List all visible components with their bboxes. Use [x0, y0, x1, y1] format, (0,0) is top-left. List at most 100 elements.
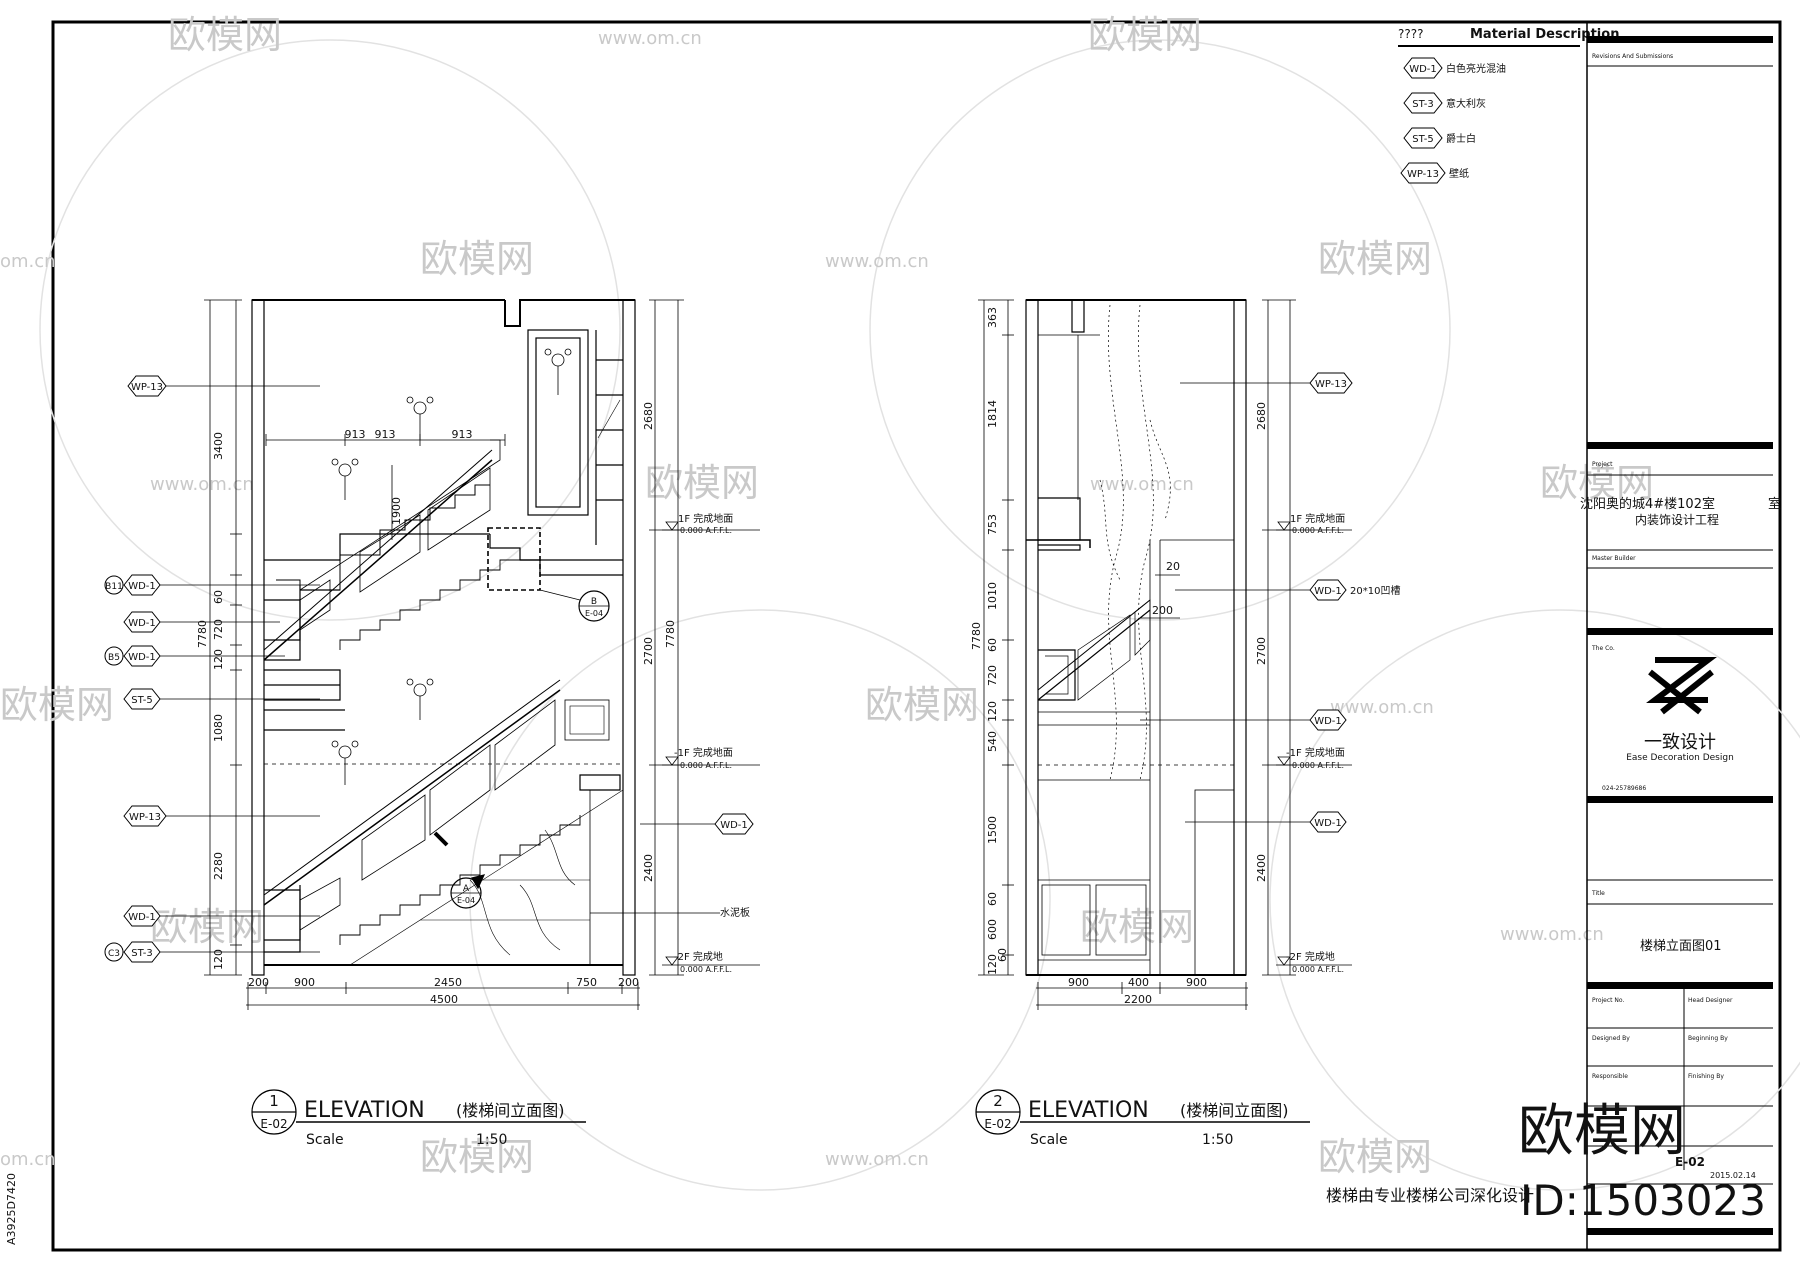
- drawing-label: WD-1: [1314, 586, 1342, 597]
- project-label: Project: [1592, 461, 1613, 468]
- watermark-brand: 欧模网: [1088, 13, 1202, 57]
- dim-total: 2200: [1124, 993, 1152, 1006]
- finishing-by-label: Finishing By: [1688, 1073, 1724, 1080]
- dim-left: 60: [986, 892, 999, 906]
- responsible-label: Responsible: [1592, 1073, 1628, 1080]
- watermark-brand: 欧模网: [420, 1135, 534, 1179]
- watermark-brand: 欧模网: [865, 683, 979, 727]
- detail-b: B: [591, 597, 597, 607]
- drawing-label: ST-5: [131, 695, 153, 706]
- elev2-title: ELEVATION: [1028, 1098, 1149, 1123]
- dim-right: 2700: [1255, 637, 1268, 665]
- dim-left: 540: [986, 731, 999, 752]
- dim-left: 1500: [986, 816, 999, 844]
- sheet-title: 楼梯立面图01: [1640, 939, 1722, 954]
- stair-note: 楼梯由专业楼梯公司深化设计: [1326, 1186, 1534, 1205]
- dim-left: 1080: [212, 714, 225, 742]
- dim-left: 1814: [986, 400, 999, 428]
- beginning-by-label: Beginning By: [1688, 1035, 1728, 1042]
- elevation-2-labels: 2 E-02 ELEVATION (楼梯间立面图) Scale 1:50 900…: [970, 307, 1400, 1148]
- material-tag: B11 WD-1: [104, 574, 161, 596]
- material-tag: WP-13: [127, 375, 167, 397]
- dim-right-total: 7780: [664, 620, 677, 648]
- drawing-label: WD-1: [128, 652, 156, 663]
- legend-desc: 白色亮光混油: [1446, 62, 1506, 75]
- watermark-brand: 欧模网: [150, 905, 264, 949]
- dim-left: 720: [986, 665, 999, 686]
- dim-top: 913: [345, 428, 366, 441]
- level-label: -1F 完成地面: [1286, 746, 1345, 759]
- watermark-brand: 欧模网: [0, 683, 114, 727]
- legend-item: WP-13 壁纸: [1400, 162, 1469, 184]
- level-value: 0.000 A.F.F.L.: [1292, 761, 1344, 770]
- groove-note: 20*10凹槽: [1350, 584, 1400, 597]
- revisions-label: Revisions And Submissions: [1592, 53, 1673, 60]
- legend-header-marks: ????: [1398, 27, 1423, 41]
- legend-tag: WP-13: [1407, 169, 1439, 180]
- watermark-id: ID:1503023: [1520, 1176, 1766, 1225]
- legend-desc: 意大利灰: [1446, 97, 1486, 110]
- legend-tag: ST-3: [1412, 99, 1434, 110]
- elev1-ref: E-02: [260, 1117, 287, 1131]
- project-line1: 沈阳奥的城4#楼102室: [1580, 496, 1715, 512]
- material-tag: WD-1: [1309, 709, 1347, 731]
- dim-left: 720: [212, 619, 225, 640]
- legend-desc: 壁纸: [1449, 167, 1469, 180]
- dim-total: 4500: [430, 993, 458, 1006]
- dim-left: 120: [986, 954, 999, 975]
- dim-left: 1010: [986, 582, 999, 610]
- drawing-no: E-02: [1675, 1155, 1705, 1169]
- legend-item: WD-1 白色亮光混油: [1403, 57, 1506, 79]
- drawing-label: C3: [108, 949, 120, 959]
- drawing-label: WD-1: [1314, 716, 1342, 727]
- dim-left-total: 7780: [970, 622, 983, 650]
- project-line2: 内装饰设计工程: [1635, 512, 1719, 527]
- dim-bottom: 900: [1186, 976, 1207, 989]
- elev2-scale-label: Scale: [1030, 1132, 1068, 1148]
- material-tag: WD-1: [123, 611, 161, 633]
- material-tag: WP-13: [1309, 372, 1353, 394]
- dim-left: 120: [212, 649, 225, 670]
- dim-left: 363: [986, 307, 999, 328]
- dim-bottom: 900: [294, 976, 315, 989]
- dim-bottom: 900: [1068, 976, 1089, 989]
- dim-bottom: 400: [1128, 976, 1149, 989]
- drawing-label: WD-1: [128, 618, 156, 629]
- watermark-brand: 欧模网: [168, 13, 282, 57]
- elev1-scale: 1:50: [476, 1132, 507, 1148]
- watermark-site: www.om.cn: [1090, 474, 1194, 495]
- level-value: 0.000 A.F.F.L.: [1292, 526, 1344, 535]
- detail-a-ref: E-04: [457, 896, 475, 905]
- level-value: 0.000 A.F.F.L.: [680, 761, 732, 770]
- elev1-scale-label: Scale: [306, 1132, 344, 1148]
- designed-by-label: Designed By: [1592, 1035, 1630, 1042]
- drawing-label: WD-1: [1314, 818, 1342, 829]
- project-no-label: Project No.: [1592, 997, 1624, 1004]
- dim-right: 2680: [642, 402, 655, 430]
- cement-board-label: 水泥板: [720, 906, 750, 919]
- sheet-border: [51, 20, 1782, 1252]
- head-designer-label: Head Designer: [1688, 997, 1733, 1004]
- legend-desc: 爵士白: [1446, 132, 1476, 145]
- level-label: 1F 完成地面: [1290, 512, 1345, 525]
- company-name-cn: 一致设计: [1644, 732, 1716, 753]
- legend-tag: ST-5: [1412, 134, 1434, 145]
- elevation-1: [152, 299, 760, 1135]
- company-phone: 024-25789686: [1602, 785, 1646, 792]
- dim-20: 20: [1166, 560, 1180, 573]
- drawing-label: WP-13: [129, 812, 161, 823]
- material-tag: WD-1: [123, 905, 161, 927]
- level-value: 0.000 A.F.F.L.: [680, 526, 732, 535]
- drawing-label: WD-1: [720, 820, 748, 831]
- watermark-brand: 欧模网: [1540, 461, 1654, 505]
- elev1-num: 1: [269, 1092, 279, 1110]
- dim-left: 60: [212, 590, 225, 604]
- material-tag: WD-1: [714, 813, 754, 835]
- dim-bottom: 200: [248, 976, 269, 989]
- material-tag: WD-1: [1309, 811, 1347, 833]
- dim-left: 753: [986, 514, 999, 535]
- wall-lamp: [331, 348, 572, 785]
- elev1-title: ELEVATION: [304, 1098, 425, 1123]
- dim-left: 120: [212, 949, 225, 970]
